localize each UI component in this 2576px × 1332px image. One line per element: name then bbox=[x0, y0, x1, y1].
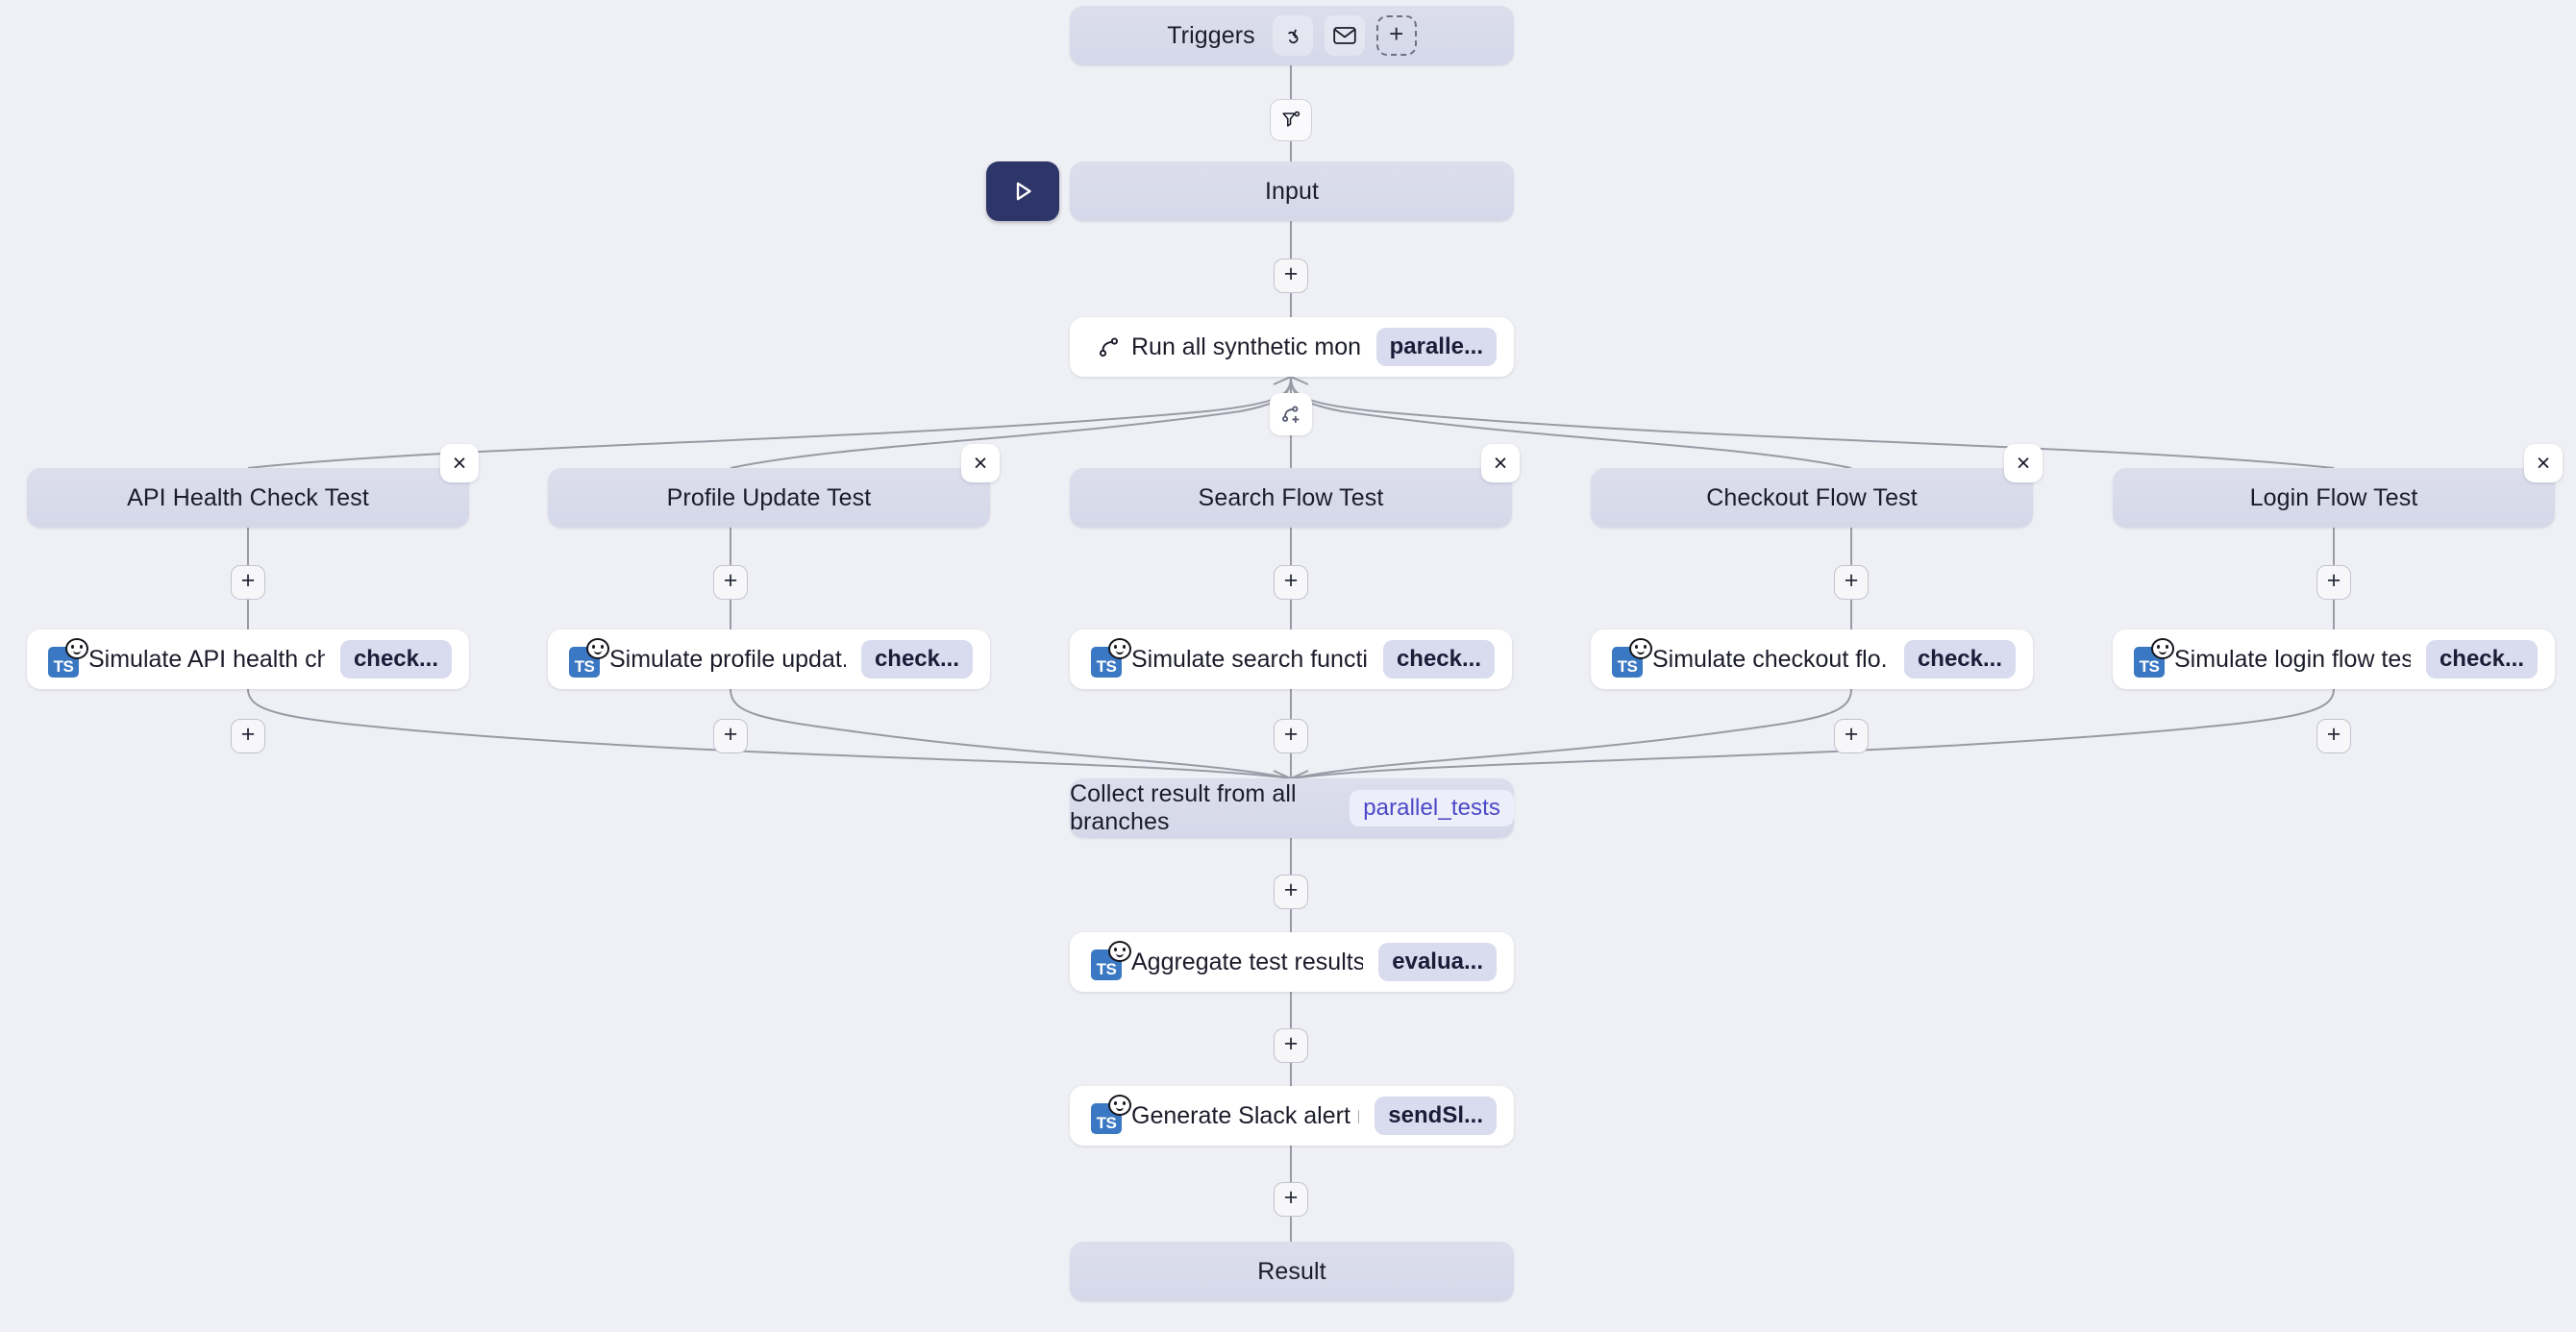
slack-alert-node-label: Generate Slack alert m... bbox=[1131, 1101, 1359, 1129]
add-step-button-branch-1-after[interactable]: + bbox=[231, 719, 265, 753]
step-node-label: Simulate checkout flo... bbox=[1652, 645, 1889, 673]
plus-glyph: + bbox=[1283, 1183, 1299, 1211]
close-icon: × bbox=[1493, 449, 1508, 477]
step-node-simulate-api-health[interactable]: TS Simulate API health ch... check... bbox=[27, 629, 469, 689]
step-node-label: Simulate profile updat... bbox=[609, 645, 846, 673]
aggregate-node-label: Aggregate test results ... bbox=[1131, 948, 1364, 975]
step-node-simulate-search-function[interactable]: TS Simulate search functi... check... bbox=[1070, 629, 1512, 689]
close-icon: × bbox=[452, 449, 467, 477]
step-node-simulate-login-flow[interactable]: TS Simulate login flow test check... bbox=[2113, 629, 2555, 689]
slack-alert-node-badge: sendSl... bbox=[1375, 1097, 1497, 1135]
input-node-label: Input bbox=[1264, 177, 1320, 205]
plus-glyph: + bbox=[723, 720, 738, 748]
plus-glyph: + bbox=[1844, 720, 1859, 748]
branch-header-search-flow-test[interactable]: Search Flow Test bbox=[1070, 468, 1512, 528]
add-trigger-label: + bbox=[1389, 19, 1404, 48]
branch-header-label: API Health Check Test bbox=[127, 483, 369, 511]
typescript-icon: TS bbox=[2130, 638, 2174, 678]
plus-glyph: + bbox=[240, 566, 256, 594]
plus-glyph: + bbox=[1283, 1029, 1299, 1057]
collect-result-node[interactable]: Collect result from all branches paralle… bbox=[1070, 778, 1514, 838]
typescript-icon: TS bbox=[1087, 941, 1131, 980]
add-step-button-aggregate[interactable]: + bbox=[1274, 1028, 1308, 1063]
add-step-button-input[interactable]: + bbox=[1274, 259, 1308, 293]
branch-header-login-flow-test[interactable]: Login Flow Test bbox=[2113, 468, 2555, 528]
add-step-button-branch-4-after[interactable]: + bbox=[1834, 719, 1869, 753]
add-trigger-button[interactable]: + bbox=[1375, 15, 1417, 56]
branch-header-label: Checkout Flow Test bbox=[1706, 483, 1918, 511]
run-all-node[interactable]: Run all synthetic monit... paralle... bbox=[1070, 317, 1514, 377]
aggregate-node[interactable]: TS Aggregate test results ... evalua... bbox=[1070, 932, 1514, 992]
add-step-button-branch-2-after[interactable]: + bbox=[713, 719, 748, 753]
run-workflow-button[interactable] bbox=[986, 161, 1059, 221]
remove-branch-button-login-flow-test[interactable]: × bbox=[2524, 444, 2563, 482]
plus-glyph: + bbox=[2326, 720, 2341, 748]
branch-header-label: Search Flow Test bbox=[1198, 483, 1384, 511]
step-node-badge: check... bbox=[1382, 640, 1495, 678]
run-all-node-label: Run all synthetic monit... bbox=[1131, 333, 1361, 360]
close-icon: × bbox=[973, 449, 988, 477]
typescript-icon: TS bbox=[565, 638, 609, 678]
result-node[interactable]: Result bbox=[1070, 1242, 1514, 1301]
step-node-badge: check... bbox=[339, 640, 452, 678]
branch-add-icon[interactable] bbox=[1270, 393, 1312, 435]
plus-glyph: + bbox=[1283, 876, 1299, 903]
add-step-button-branch-3[interactable]: + bbox=[1274, 565, 1308, 600]
step-node-badge: check... bbox=[1903, 640, 2016, 678]
add-step-button-branch-3-after[interactable]: + bbox=[1274, 719, 1308, 753]
step-node-label: Simulate search functi... bbox=[1131, 645, 1368, 673]
filter-settings-icon[interactable] bbox=[1270, 99, 1312, 141]
add-step-button-collect[interactable]: + bbox=[1274, 875, 1308, 909]
slack-alert-node[interactable]: TS Generate Slack alert m... sendSl... bbox=[1070, 1086, 1514, 1146]
aggregate-node-badge: evalua... bbox=[1378, 943, 1497, 981]
step-node-label: Simulate login flow test bbox=[2174, 645, 2411, 673]
plus-glyph: + bbox=[240, 720, 256, 748]
step-node-simulate-checkout-flow[interactable]: TS Simulate checkout flo... check... bbox=[1591, 629, 2033, 689]
step-node-simulate-profile-update[interactable]: TS Simulate profile updat... check... bbox=[548, 629, 990, 689]
typescript-icon: TS bbox=[1087, 638, 1131, 678]
plus-glyph: + bbox=[723, 566, 738, 594]
run-all-node-badge: paralle... bbox=[1375, 328, 1497, 366]
plus-glyph: + bbox=[1283, 720, 1299, 748]
branch-header-label: Profile Update Test bbox=[666, 483, 872, 511]
typescript-icon: TS bbox=[1087, 1095, 1131, 1134]
add-step-button-branch-1[interactable]: + bbox=[231, 565, 265, 600]
add-step-button-branch-2[interactable]: + bbox=[713, 565, 748, 600]
step-node-badge: check... bbox=[860, 640, 973, 678]
typescript-icon: TS bbox=[44, 638, 88, 678]
branch-header-label: Login Flow Test bbox=[2249, 483, 2418, 511]
plus-glyph: + bbox=[2326, 566, 2341, 594]
step-node-badge: check... bbox=[2425, 640, 2538, 678]
triggers-label: Triggers bbox=[1167, 21, 1255, 49]
add-step-button-branch-4[interactable]: + bbox=[1834, 565, 1869, 600]
branch-header-checkout-flow-test[interactable]: Checkout Flow Test bbox=[1591, 468, 2033, 528]
branch-header-profile-update-test[interactable]: Profile Update Test bbox=[548, 468, 990, 528]
remove-branch-button-profile-update-test[interactable]: × bbox=[961, 444, 1000, 482]
branch-header-api-health-check-test[interactable]: API Health Check Test bbox=[27, 468, 469, 528]
add-step-button-branch-5-after[interactable]: + bbox=[2316, 719, 2351, 753]
close-icon: × bbox=[2536, 449, 2551, 477]
remove-branch-button-checkout-flow-test[interactable]: × bbox=[2004, 444, 2043, 482]
plus-glyph: + bbox=[1283, 566, 1299, 594]
branch-icon bbox=[1087, 334, 1131, 359]
remove-branch-button-api-health-check-test[interactable]: × bbox=[440, 444, 479, 482]
webhook-icon[interactable] bbox=[1272, 15, 1313, 56]
result-node-label: Result bbox=[1257, 1257, 1326, 1285]
typescript-icon: TS bbox=[1608, 638, 1652, 678]
add-step-button-slack[interactable]: + bbox=[1274, 1182, 1308, 1217]
close-icon: × bbox=[2016, 449, 2031, 477]
plus-glyph: + bbox=[1283, 259, 1299, 287]
collect-result-badge: parallel_tests bbox=[1350, 790, 1514, 826]
step-node-label: Simulate API health ch... bbox=[88, 645, 325, 673]
collect-result-label: Collect result from all branches bbox=[1070, 780, 1297, 835]
add-step-button-branch-5[interactable]: + bbox=[2316, 565, 2351, 600]
remove-branch-button-search-flow-test[interactable]: × bbox=[1481, 444, 1520, 482]
input-node[interactable]: Input bbox=[1070, 161, 1514, 221]
email-icon[interactable] bbox=[1324, 15, 1365, 56]
plus-glyph: + bbox=[1844, 566, 1859, 594]
triggers-node[interactable]: Triggers + bbox=[1070, 6, 1514, 65]
